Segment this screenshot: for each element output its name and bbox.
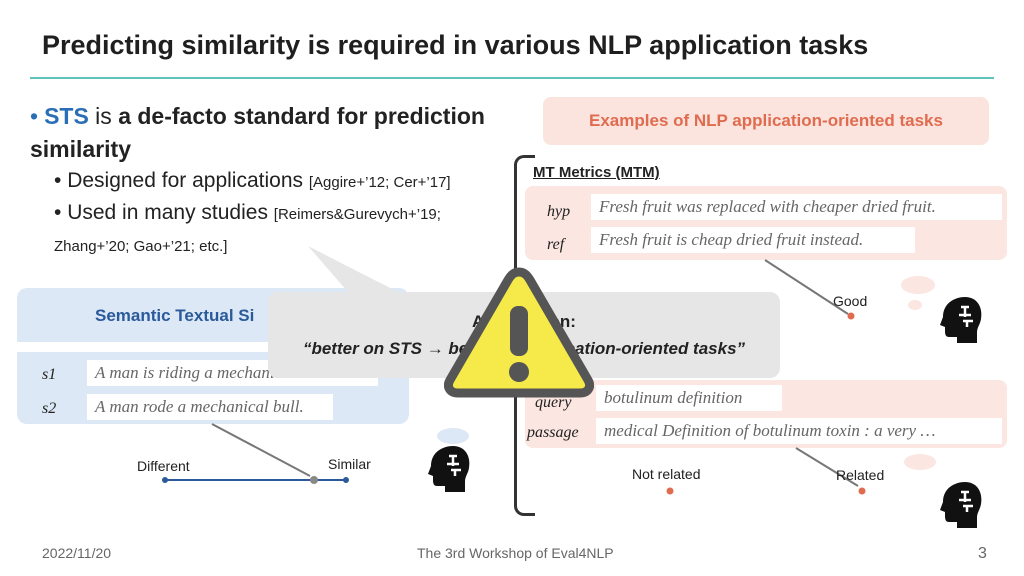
s2-sentence: A man rode a mechanical bull. <box>87 394 333 420</box>
examples-header: Examples of NLP application-oriented tas… <box>543 97 989 145</box>
bullet-dot-icon: • <box>30 103 39 129</box>
sub-bullet-2: • Used in many studies [Reimers&Gurevych… <box>30 198 484 262</box>
sts-pointer-dot <box>310 476 318 484</box>
sub-bullet-2-cite: [Reimers&Gurevych+’19; Zhang+’20; Gao+’2… <box>54 206 441 255</box>
thought-bubble-1 <box>901 276 935 294</box>
ir-not-related-dot <box>666 487 674 495</box>
query-text: botulinum definition <box>596 385 782 411</box>
sts-scale-left-dot <box>162 477 168 483</box>
sub-bullet-1-text: Designed for applications <box>67 169 303 192</box>
query-label: query <box>535 394 572 411</box>
sts-header-text: Semantic Textual Si <box>95 306 255 325</box>
sts-term: STS <box>44 103 89 129</box>
sts-pointer-line <box>211 423 311 477</box>
warning-icon <box>444 267 594 398</box>
sub-bullet-2-text: Used in many studies <box>67 201 268 224</box>
thought-bubble-4 <box>904 454 936 470</box>
bullet-main-text: a de-facto standard for prediction simil… <box>30 103 485 162</box>
examples-header-text: Examples of NLP application-oriented tas… <box>589 111 943 130</box>
sts-scale-right-dot <box>343 477 349 483</box>
sub-bullet-dot-icon: • <box>54 201 68 224</box>
sub-bullet-1-cite: [Aggire+’12; Cer+’17] <box>308 174 451 191</box>
similar-label: Similar <box>328 456 371 472</box>
different-label: Different <box>137 458 190 474</box>
bullet-is: is <box>88 103 119 129</box>
sub-bullet-1: • Designed for applications [Aggire+’12;… <box>30 166 490 198</box>
not-related-label: Not related <box>632 466 701 482</box>
sub-bullet-dot-icon: • <box>54 169 68 192</box>
head-brain-icon <box>428 446 470 492</box>
s1-label: s1 <box>42 366 57 383</box>
mtm-pointer-line <box>764 259 849 315</box>
passage-text: medical Definition of botulinum toxin : … <box>596 418 1002 444</box>
s2-label: s2 <box>42 400 57 417</box>
callout-tail <box>308 246 398 292</box>
slide-title: Predicting similarity is required in var… <box>42 30 869 60</box>
ir-related-dot <box>858 487 866 495</box>
ir-pointer-line <box>795 447 859 487</box>
page-number: 3 <box>978 545 987 562</box>
ref-sentence: Fresh fruit is cheap dried fruit instead… <box>591 227 915 253</box>
mtm-good-dot <box>847 312 855 320</box>
related-label: Related <box>836 467 885 483</box>
thought-bubble-3 <box>437 428 469 444</box>
footer-event: The 3rd Workshop of Eval4NLP <box>417 545 614 561</box>
bullet-main: •STS is a de-facto standard for predicti… <box>30 100 490 166</box>
thought-bubble-2 <box>908 300 922 310</box>
good-label: Good <box>833 293 868 309</box>
mtm-label: MT Metrics (MTM) <box>533 164 660 181</box>
head-brain-icon <box>940 297 982 343</box>
head-brain-icon <box>940 482 982 528</box>
bullet-list: •STS is a de-facto standard for predicti… <box>30 100 490 262</box>
footer-date: 2022/11/20 <box>42 545 112 561</box>
passage-label: passage <box>527 424 579 441</box>
ref-label: ref <box>547 236 565 253</box>
hyp-label: hyp <box>547 203 571 220</box>
title-divider <box>30 77 994 79</box>
hyp-sentence: Fresh fruit was replaced with cheaper dr… <box>591 194 1002 220</box>
